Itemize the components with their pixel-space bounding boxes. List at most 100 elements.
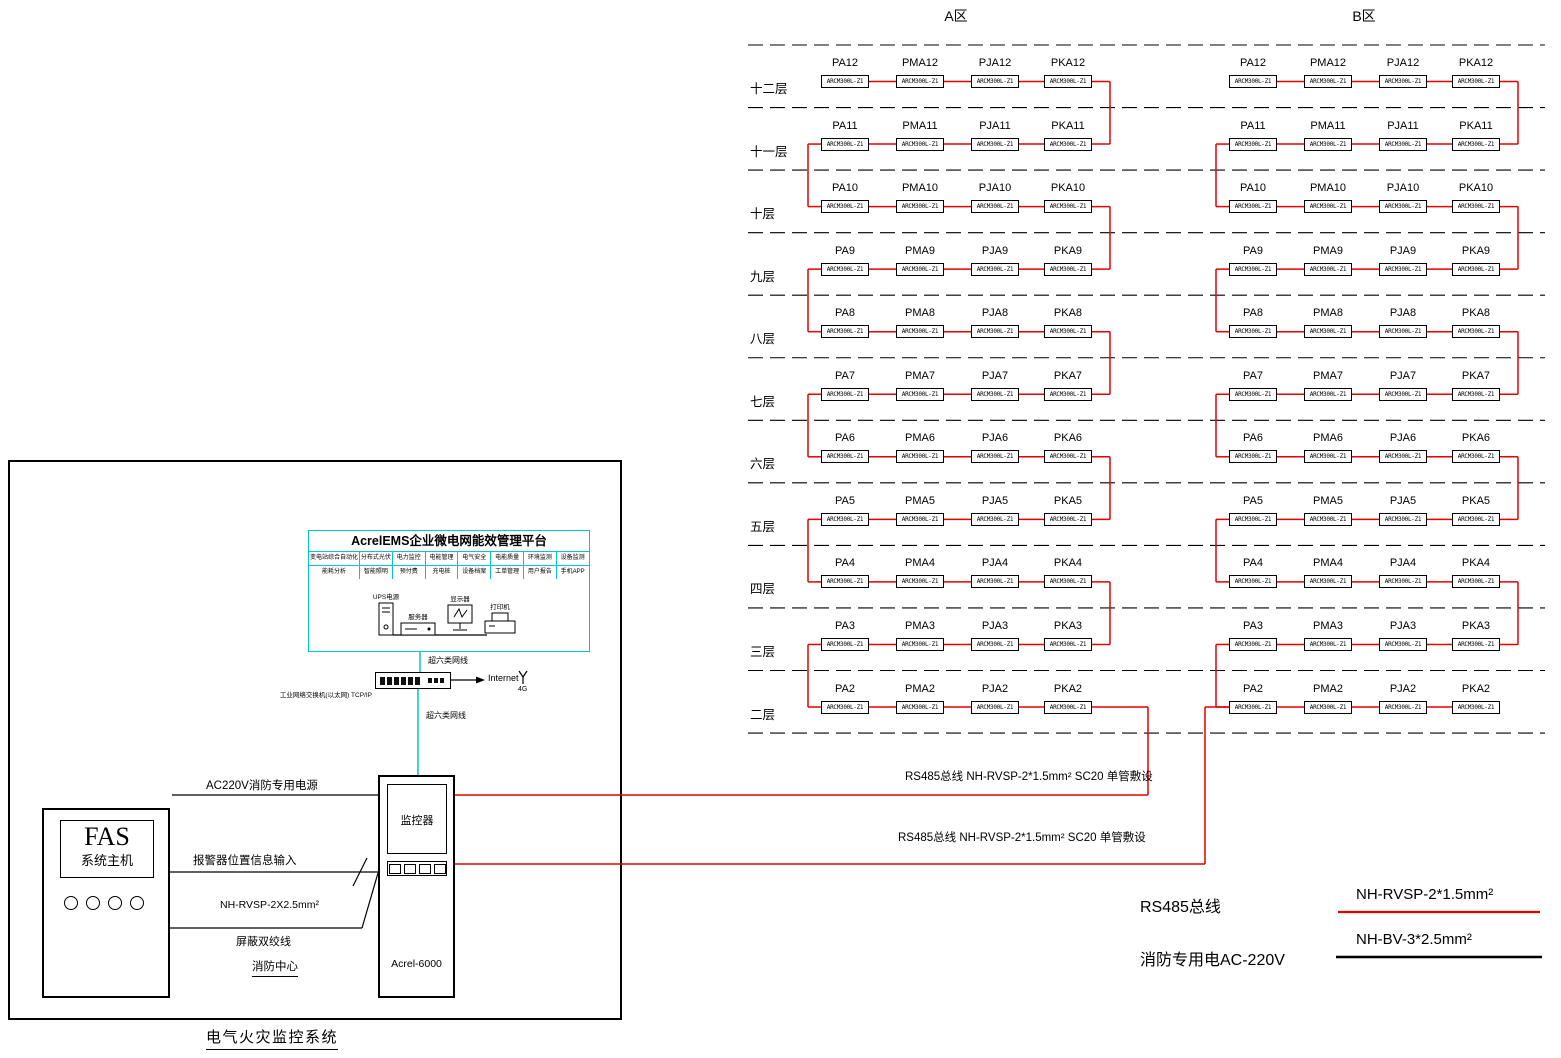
monitor-label: 监控器: [400, 815, 434, 827]
platform-feature-cell: 环境监测: [522, 552, 556, 565]
fas-light: [86, 896, 100, 910]
ethernet-switch: [375, 672, 451, 689]
floor-label: 十层: [750, 207, 776, 222]
device-name: PMA12: [901, 57, 939, 69]
fas-light: [108, 896, 122, 910]
zone-header: B区: [1352, 8, 1376, 24]
device-box: ARCM300L-Z1: [896, 75, 944, 88]
device-box: ARCM300L-Z1: [1379, 75, 1427, 88]
device-name: PA11: [1240, 119, 1266, 132]
device-name: PA4: [835, 557, 855, 570]
device-name: PMA12: [1309, 57, 1347, 69]
device-box: ARCM300L-Z1: [1044, 387, 1092, 401]
device-name: PKA11: [1051, 119, 1085, 132]
device-name: PA10: [831, 182, 859, 195]
device-box: ARCM300L-Z1: [896, 325, 944, 339]
device-box: ARCM300L-Z1: [1304, 450, 1352, 464]
device-name: PMA7: [905, 369, 935, 382]
device-name: PJA3: [981, 619, 1009, 632]
floor-label: 二层: [750, 707, 776, 722]
device-name: PA2: [835, 682, 855, 695]
device-name: PJA10: [1386, 182, 1420, 195]
platform-feature-cell: 用户报告: [522, 566, 556, 579]
device-box: ARCM300L-Z1: [1452, 700, 1500, 714]
device-box: ARCM300L-Z1: [821, 450, 869, 464]
device-name: PJA8: [1389, 307, 1417, 320]
legend-fire-power-label: 消防专用电AC-220V: [1140, 952, 1285, 969]
floor-label: 八层: [750, 332, 776, 347]
diagram-title: 电气火灾监控系统: [206, 1026, 339, 1050]
device-box: ARCM300L-Z1: [1452, 75, 1500, 88]
device-name: PA8: [1243, 307, 1263, 320]
device-name: PA3: [835, 619, 855, 632]
device-box: ARCM300L-Z1: [821, 637, 869, 651]
device-name: PMA5: [1313, 494, 1343, 507]
device-box: ARCM300L-Z1: [1304, 637, 1352, 651]
device-name: PA5: [1243, 494, 1263, 507]
internet-label: Internet: [488, 673, 519, 683]
device-name: PMA4: [1313, 557, 1343, 570]
device-name: PMA4: [905, 557, 935, 570]
device-box: ARCM300L-Z1: [1304, 137, 1352, 151]
device-name: PJA12: [978, 57, 1012, 69]
platform-feature-cell: 电气安全: [457, 552, 490, 565]
platform-feature-cell: 设备档案: [457, 566, 490, 579]
floor-label: 六层: [750, 457, 776, 472]
device-name: PKA10: [1050, 182, 1086, 195]
device-name: PJA4: [1389, 557, 1417, 570]
device-box: ARCM300L-Z1: [971, 700, 1019, 714]
display-label: 显示器: [450, 595, 470, 603]
device-name: PKA7: [1053, 369, 1083, 382]
fas-inner-box: FAS 系统主机: [60, 820, 154, 878]
device-name: PA2: [1243, 682, 1263, 695]
device-name: PKA8: [1053, 307, 1083, 320]
device-box: ARCM300L-Z1: [1379, 262, 1427, 276]
device-box: ARCM300L-Z1: [896, 137, 944, 151]
device-name: PJA6: [1389, 432, 1417, 445]
device-box: ARCM300L-Z1: [1452, 450, 1500, 464]
device-name: PMA10: [1309, 182, 1347, 195]
device-box: ARCM300L-Z1: [971, 450, 1019, 464]
device-box: ARCM300L-Z1: [1452, 387, 1500, 401]
indicator-cell: [388, 863, 401, 874]
device-box: ARCM300L-Z1: [821, 575, 869, 589]
device-name: PKA6: [1053, 432, 1083, 445]
device-name: PKA6: [1461, 432, 1491, 445]
device-box: ARCM300L-Z1: [1379, 200, 1427, 214]
device-box: ARCM300L-Z1: [1044, 637, 1092, 651]
floor-label: 十二层: [750, 82, 788, 96]
device-box: ARCM300L-Z1: [821, 262, 869, 276]
switch-port: [428, 678, 432, 683]
monitor-cabinet: 监控器 Acrel-6000: [378, 775, 455, 998]
4g-label: 4G: [518, 686, 528, 693]
server-label: 服务器: [408, 612, 428, 621]
device-name: PJA7: [1389, 369, 1417, 382]
device-name: PMA10: [901, 182, 939, 195]
device-box: ARCM300L-Z1: [1229, 137, 1277, 151]
device-box: ARCM300L-Z1: [1044, 200, 1092, 214]
fas-light: [64, 896, 78, 910]
device-name: PJA11: [979, 119, 1011, 132]
switch-port: [401, 676, 406, 685]
device-box: ARCM300L-Z1: [971, 325, 1019, 339]
device-box: ARCM300L-Z1: [971, 200, 1019, 214]
device-box: ARCM300L-Z1: [1379, 450, 1427, 464]
platform-feature-cell: 电能质量: [490, 552, 523, 565]
device-box: ARCM300L-Z1: [896, 200, 944, 214]
device-box: ARCM300L-Z1: [1229, 325, 1277, 339]
device-name: PA10: [1239, 182, 1267, 195]
device-name: PMA2: [1313, 682, 1343, 695]
cat6-label-1: 超六类网线: [428, 656, 468, 665]
device-name: PMA7: [1313, 369, 1343, 382]
fire-center-label: 消防中心: [252, 958, 298, 977]
device-name: PA9: [835, 244, 855, 257]
device-box: ARCM300L-Z1: [1229, 262, 1277, 276]
platform-feature-cell: 能耗分析: [321, 569, 346, 575]
fire-monitoring-system-box: [8, 460, 622, 1020]
device-name: PMA6: [905, 432, 935, 445]
device-box: ARCM300L-Z1: [821, 200, 869, 214]
platform-feature-cell: 手机APP: [555, 566, 589, 579]
monitor-indicator-strip: [387, 861, 447, 876]
platform-feature-cell: 工单管理: [490, 566, 523, 579]
